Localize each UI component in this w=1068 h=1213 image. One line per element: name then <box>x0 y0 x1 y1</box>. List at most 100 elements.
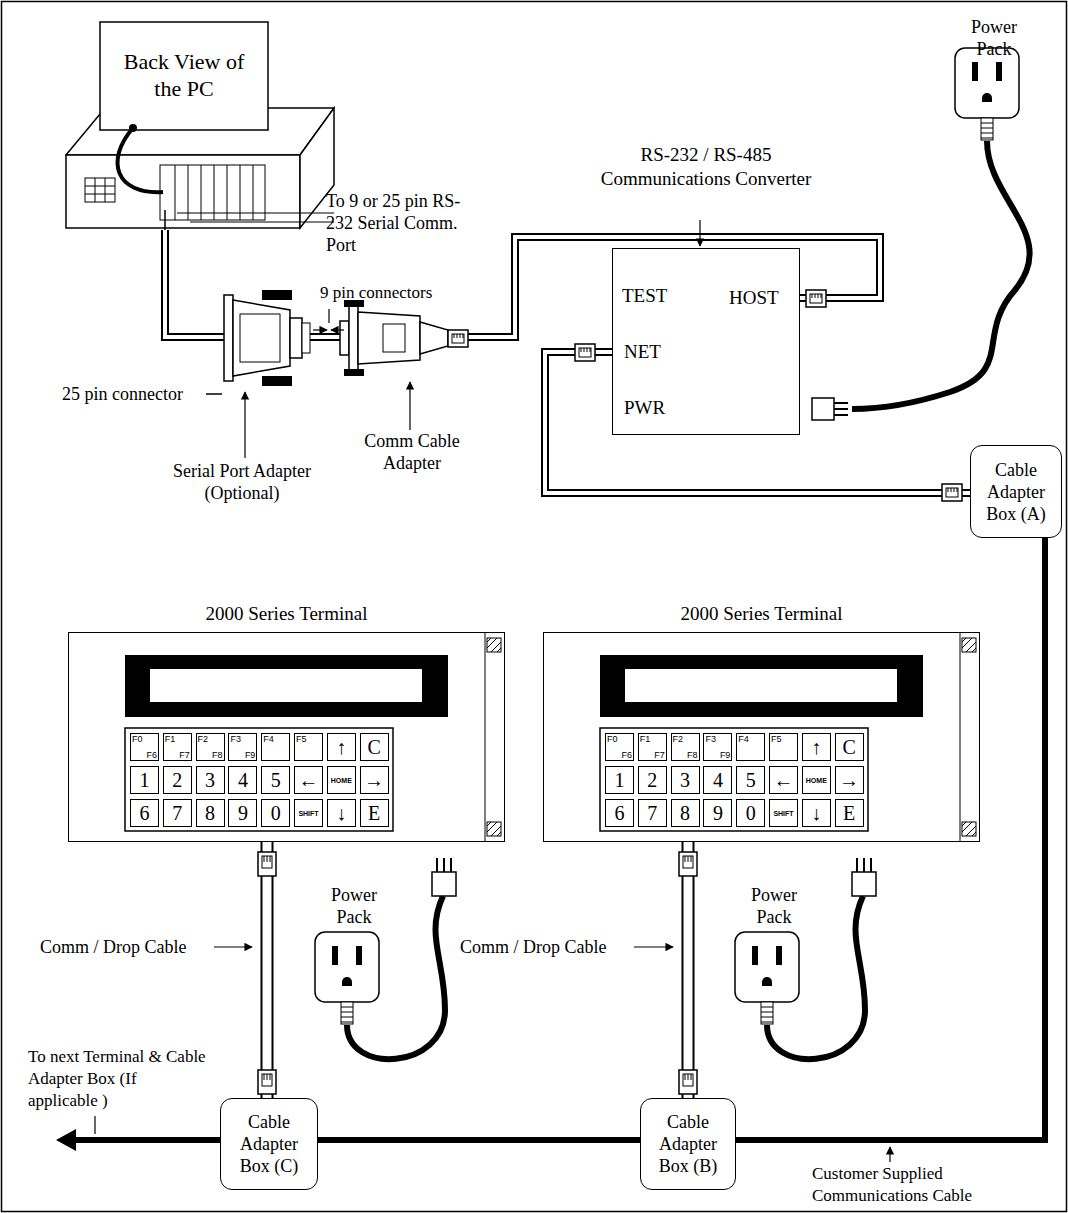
arrow <box>313 329 327 330</box>
key-label: 1 <box>140 769 150 791</box>
key-label: F5 <box>771 734 782 744</box>
cable-adapter-box: Cable Adapter Box (C) <box>220 1098 318 1190</box>
key: 9 <box>228 799 257 827</box>
cable-stroke <box>684 842 693 1098</box>
key: 3 <box>671 766 700 794</box>
key: 2 <box>163 766 192 794</box>
key-label: F9 <box>245 750 256 760</box>
key-label: F8 <box>687 750 698 760</box>
key-label: 4 <box>713 769 723 791</box>
key: F5 <box>294 733 323 761</box>
cable-stroke <box>263 842 272 1098</box>
box-label: Cable Adapter Box (B) <box>647 1111 729 1177</box>
arrow <box>889 1147 890 1162</box>
key-label: ← <box>299 769 319 791</box>
cable-stroke <box>261 842 274 1098</box>
key: C <box>360 733 389 761</box>
key-label: 8 <box>205 802 215 824</box>
key: F4 <box>261 733 290 761</box>
key-label: F1 <box>640 734 651 744</box>
key-label: SHIFT <box>773 809 793 818</box>
cable-adapter-box: Cable Adapter Box (B) <box>640 1098 736 1190</box>
key: F2F8 <box>671 733 700 761</box>
key: F3F9 <box>228 733 257 761</box>
port-label: TEST <box>622 285 667 307</box>
key: F0F6 <box>605 733 634 761</box>
arrow <box>331 329 344 330</box>
key-label: 8 <box>680 802 690 824</box>
key: ← <box>294 766 323 794</box>
label-text: Comm Cable Adapter <box>348 430 476 474</box>
label-text: Comm / Drop Cable <box>460 936 607 958</box>
key-label: F3 <box>705 734 716 744</box>
box-a-jack <box>942 484 962 501</box>
key-label: F6 <box>146 750 157 760</box>
cable <box>267 842 268 1098</box>
key-label: F4 <box>263 734 274 744</box>
key-label: 2 <box>172 769 182 791</box>
key-label: F6 <box>621 750 632 760</box>
leader-line <box>328 309 329 323</box>
power-pack <box>735 932 799 1024</box>
key: → <box>360 766 389 794</box>
key: 6 <box>130 799 159 827</box>
key-label: C <box>367 736 380 758</box>
power-plug <box>432 858 876 896</box>
key: 4 <box>703 766 732 794</box>
monitor-caption: Back View of the PC <box>109 48 259 102</box>
converter-title: RS-232 / RS-485 Communications Converter <box>588 143 824 191</box>
key-label: 7 <box>647 802 657 824</box>
key: F1F7 <box>163 733 192 761</box>
net-jack <box>575 344 595 361</box>
label-text: Power Pack <box>960 16 1028 60</box>
key-label: HOME <box>331 776 352 785</box>
key-label: 9 <box>713 802 723 824</box>
key-label: 9 <box>238 802 248 824</box>
cable-adapter-box: Cable Adapter Box (A) <box>970 445 1062 538</box>
key: 3 <box>196 766 225 794</box>
power-plug <box>812 398 848 420</box>
label-text: To next Terminal & Cable Adapter Box (If… <box>28 1046 206 1112</box>
key: SHIFT <box>769 799 798 827</box>
serial-port-adapter <box>224 290 310 386</box>
label-text: Power Pack <box>740 884 808 928</box>
key-label: ↓ <box>336 802 346 824</box>
cable-plug <box>679 852 697 876</box>
key-label: SHIFT <box>298 809 318 818</box>
key: 9 <box>703 799 732 827</box>
key: 7 <box>638 799 667 827</box>
cable-plug <box>258 1070 276 1094</box>
key-label: 7 <box>172 802 182 824</box>
arrow <box>699 220 700 246</box>
cable-stroke <box>682 842 695 1098</box>
key-label: F3 <box>230 734 241 744</box>
key-label: F7 <box>179 750 190 760</box>
key: 4 <box>228 766 257 794</box>
key: 8 <box>196 799 225 827</box>
key: F1F7 <box>638 733 667 761</box>
key: 0 <box>261 799 290 827</box>
key: 6 <box>605 799 634 827</box>
key: E <box>835 799 864 827</box>
label-text: Power Pack <box>320 884 388 928</box>
key-label: E <box>843 802 855 824</box>
port-label: HOST <box>729 287 779 309</box>
leader-line <box>206 393 222 395</box>
label-text: 9 pin connectors <box>320 282 432 304</box>
host-jack <box>806 290 826 307</box>
box-label: Cable Adapter Box (A) <box>977 459 1055 525</box>
converter-box: RS-232 / RS-485 Communications Converter… <box>612 248 800 435</box>
key: 7 <box>163 799 192 827</box>
arrow <box>214 946 252 947</box>
terminal: 2000 Series TerminalF0F6F1F7F2F8F3F9F4F5… <box>68 632 505 842</box>
key: F0F6 <box>130 733 159 761</box>
key: E <box>360 799 389 827</box>
cable-stroke <box>318 1137 640 1143</box>
cable-continuation <box>74 1137 220 1143</box>
key: 1 <box>605 766 634 794</box>
key-label: F5 <box>296 734 307 744</box>
arrow-head <box>56 1129 76 1151</box>
key: F2F8 <box>196 733 225 761</box>
key: 2 <box>638 766 667 794</box>
